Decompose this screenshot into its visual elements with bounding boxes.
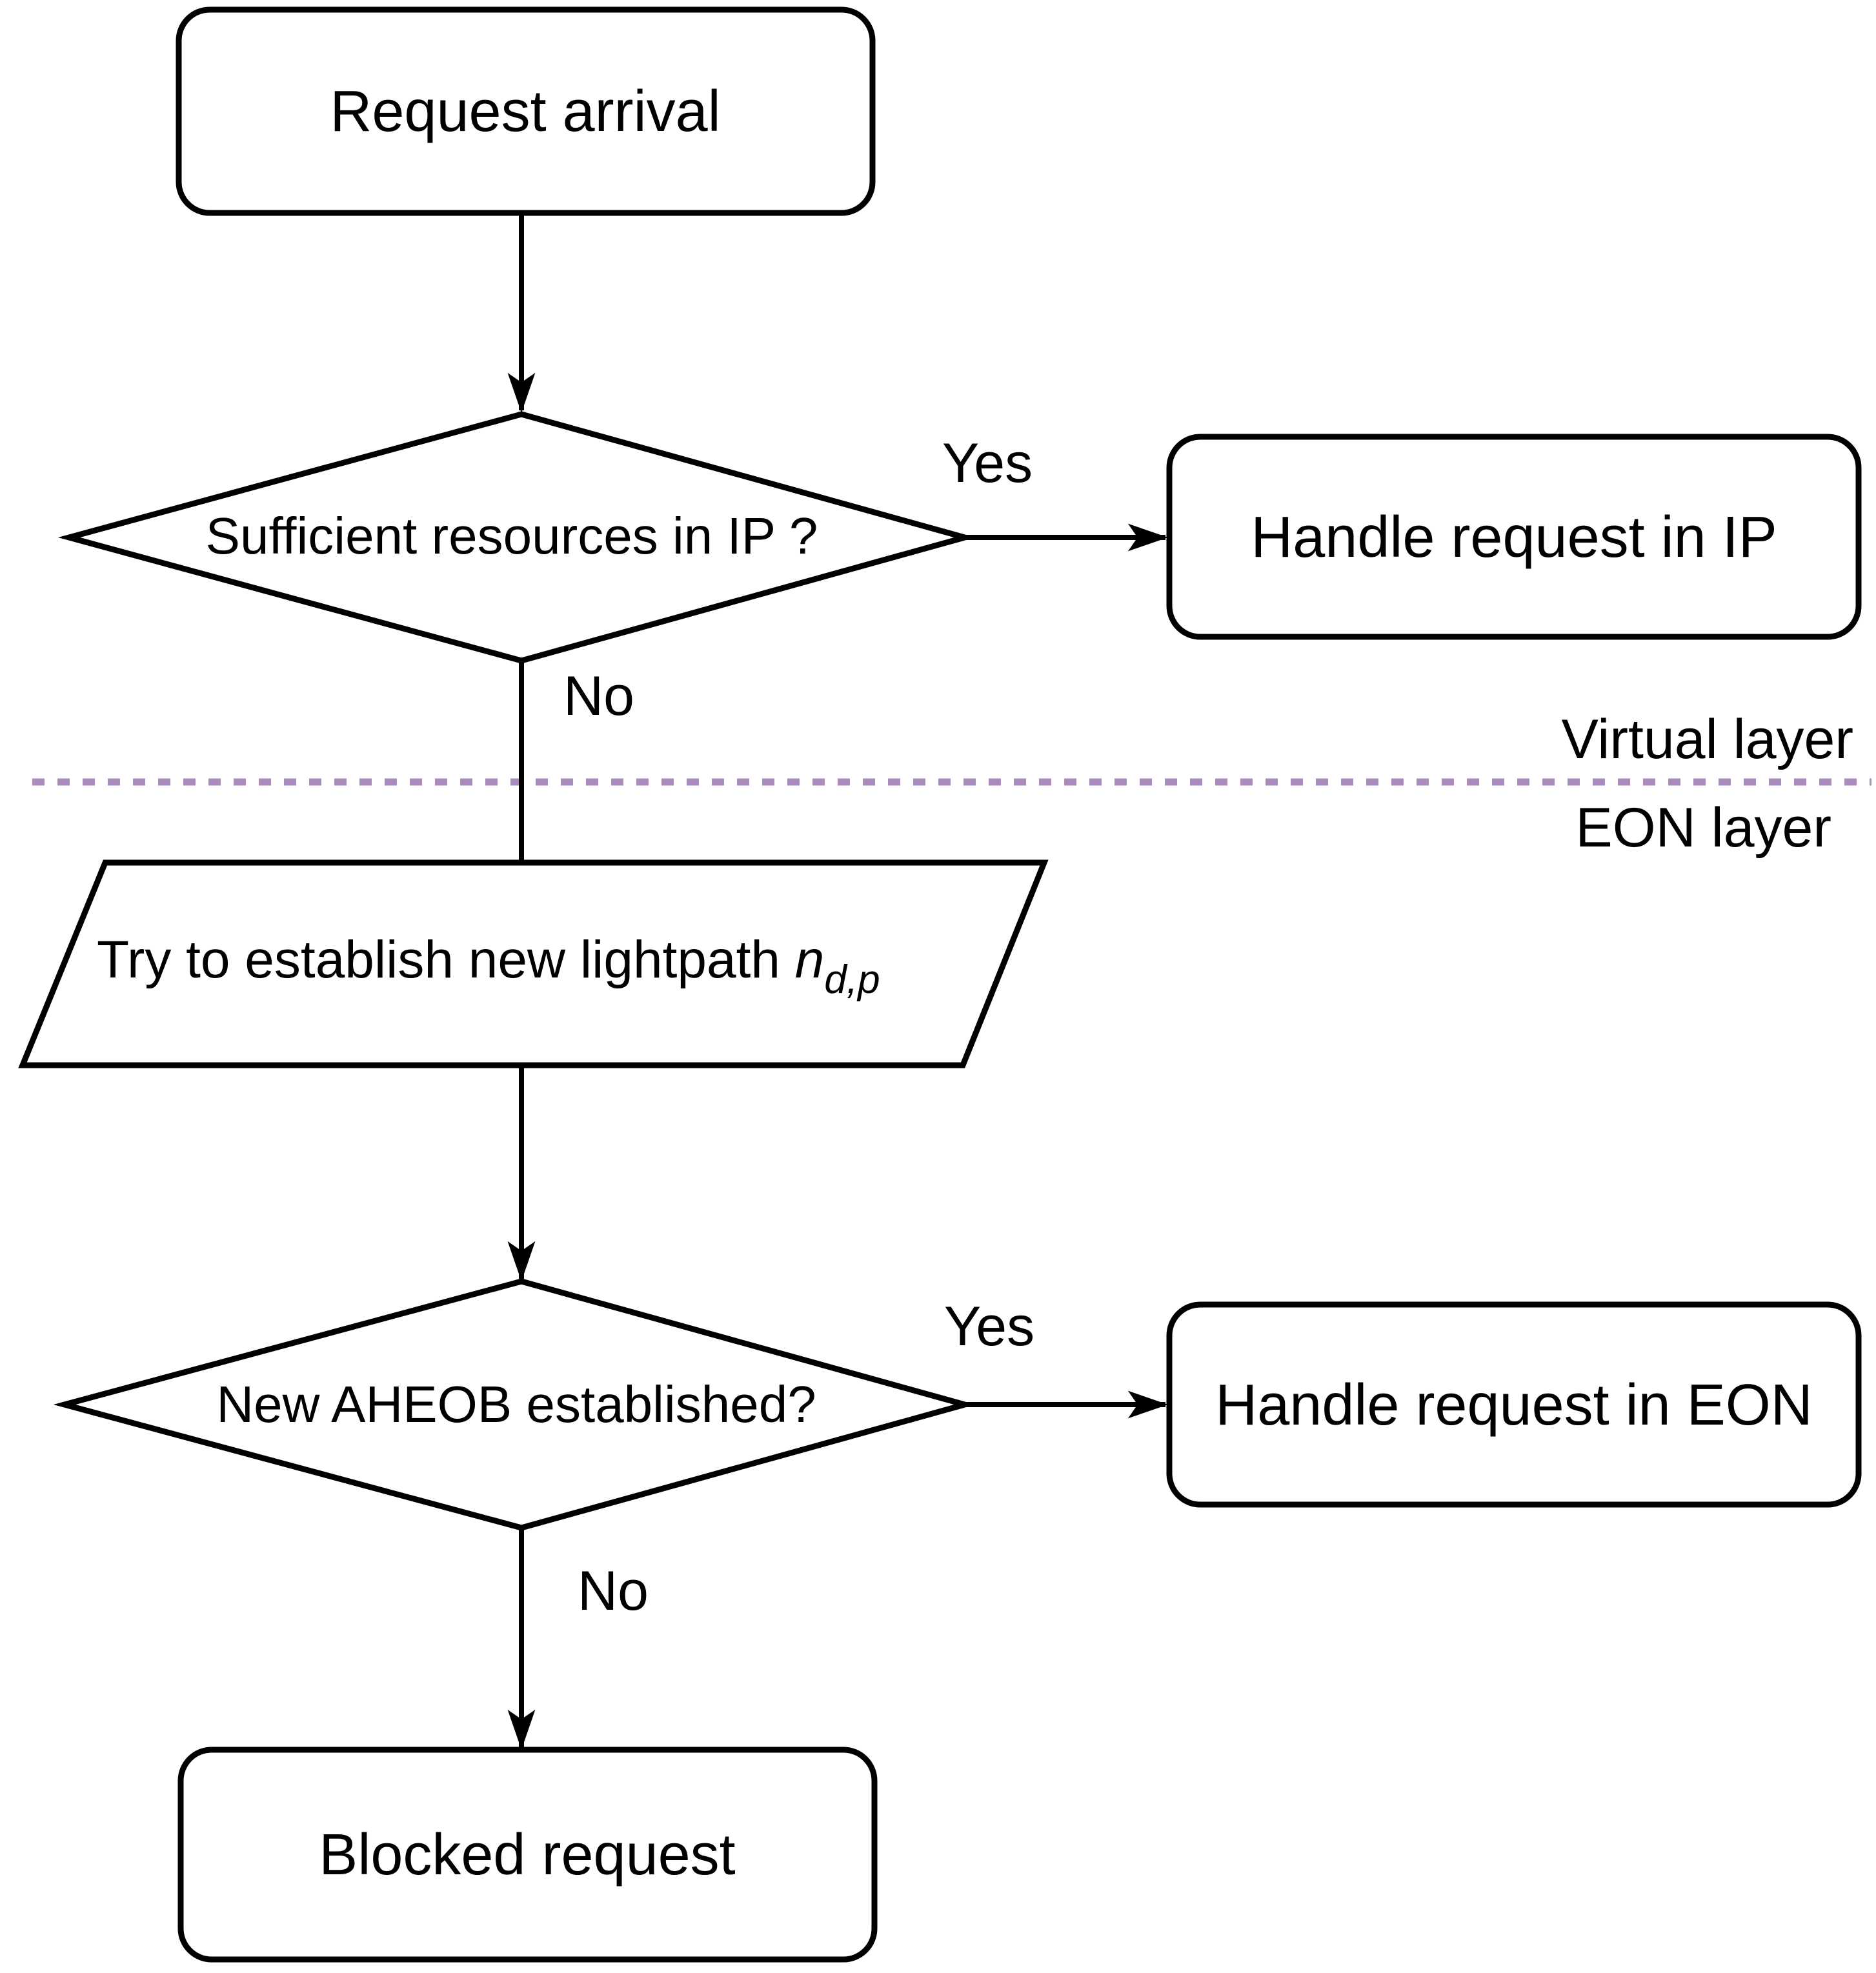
- blocked-request-box: [177, 1747, 878, 1963]
- node-try-establish-lightpath: Try to establish new lightpath nd,p: [18, 859, 1049, 1068]
- lightpath-label-prefix: Try to establish new lightpath: [97, 930, 795, 989]
- eon-layer-label: EON layer: [1575, 797, 1831, 859]
- node-aheob-decision: New AHEOB established?: [53, 1278, 976, 1531]
- node-blocked-request: Blocked request: [177, 1747, 878, 1963]
- handle-request-eon-box: [1166, 1301, 1862, 1508]
- aheob-label: New AHEOB established?: [216, 1376, 816, 1433]
- aheob-diamond: [53, 1278, 976, 1531]
- try-establish-lightpath-parallelogram: [18, 859, 1049, 1068]
- ip-yes-label: Yes: [942, 432, 1033, 494]
- node-handle-request-eon: Handle request in EON: [1166, 1301, 1862, 1508]
- try-establish-lightpath-label: Try to establish new lightpath nd,p: [97, 930, 880, 1002]
- node-sufficient-resources-decision: Sufficient resources in IP ?: [57, 411, 976, 664]
- virtual-layer-label: Virtual layer: [1561, 708, 1853, 770]
- node-request-arrival: Request arrival: [176, 6, 876, 216]
- request-arrival-box: [176, 6, 876, 216]
- handle-request-ip-box: [1166, 434, 1862, 640]
- sufficient-resources-label: Sufficient resources in IP ?: [206, 507, 818, 565]
- node-handle-request-ip: Handle request in IP: [1166, 434, 1862, 640]
- handle-request-eon-label: Handle request in EON: [1215, 1373, 1813, 1437]
- ip-no-label: No: [563, 665, 634, 727]
- aheob-yes-label: Yes: [944, 1296, 1034, 1357]
- lightpath-var-subscript: d,p: [824, 957, 880, 1002]
- lightpath-var-name: n: [795, 930, 825, 989]
- sufficient-resources-diamond: [57, 411, 976, 664]
- aheob-no-label: No: [578, 1560, 649, 1622]
- handle-request-ip-label: Handle request in IP: [1251, 505, 1777, 570]
- blocked-request-label: Blocked request: [319, 1823, 735, 1887]
- request-arrival-label: Request arrival: [330, 79, 720, 144]
